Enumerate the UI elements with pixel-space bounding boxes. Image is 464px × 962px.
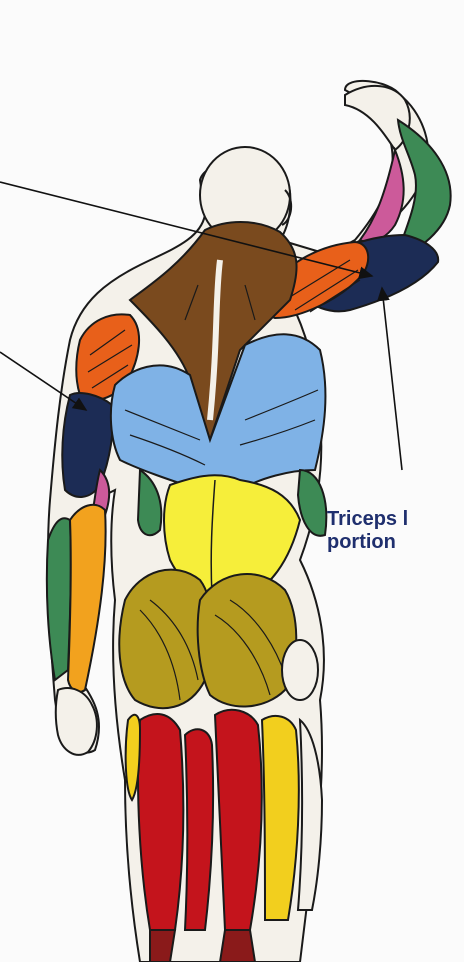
adductor-right xyxy=(262,716,299,920)
forearm-flexors-left xyxy=(47,518,71,680)
forearm-extensors-left xyxy=(68,505,106,692)
triceps-label-line2: portion xyxy=(327,531,408,554)
raised-hand xyxy=(345,86,410,150)
hamstring-left-2 xyxy=(185,729,213,930)
triceps-label: Triceps l portion xyxy=(327,508,408,554)
hamstring-left xyxy=(138,714,183,930)
pointer-line-triceps-label xyxy=(382,288,402,470)
triceps-label-line1: Triceps l xyxy=(327,508,408,531)
